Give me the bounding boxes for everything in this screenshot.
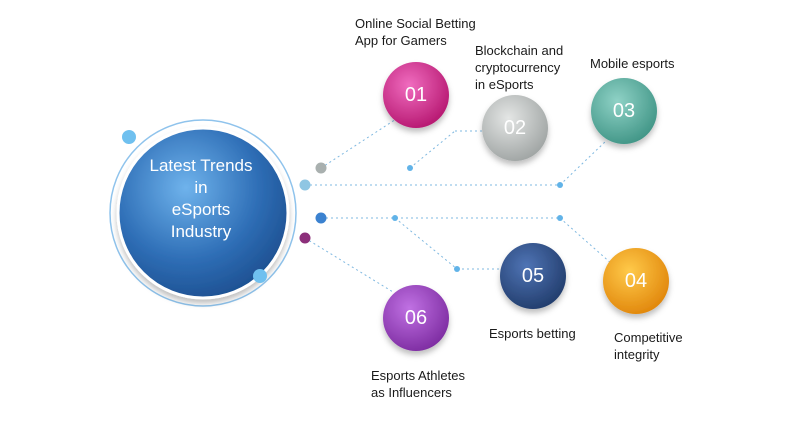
trend-label-04: Competitive integrity (614, 330, 683, 362)
dot-04 (315, 212, 327, 224)
dot-small (392, 215, 398, 221)
center-accent-dot (122, 130, 136, 144)
connector-lines (304, 109, 613, 293)
connector-dots (299, 162, 563, 272)
trend-label-05: Esports betting (489, 326, 576, 341)
center-title: Latest Trends in eSports Industry (149, 156, 253, 241)
center-outer-ring (109, 119, 297, 307)
trend-label-03: Mobile esports (590, 56, 675, 71)
center-circle (116, 126, 290, 300)
dot-small (407, 165, 413, 171)
trend-number-01: 01 (404, 84, 428, 106)
dot-small (454, 266, 460, 272)
trend-label-02: Blockchain and cryptocurrency in eSports (475, 43, 564, 92)
dot-small (557, 215, 563, 221)
dot-small (557, 182, 563, 188)
trend-circle-05 (500, 243, 566, 309)
trend-number-05: 05 (521, 265, 545, 287)
trend-number-03: 03 (612, 100, 636, 122)
trend-number-04: 04 (624, 270, 648, 292)
center-accent-dot (253, 269, 267, 283)
trend-label-06: Esports Athletes as Influencers (371, 368, 465, 400)
dot-02 (315, 162, 327, 174)
trend-number-06: 06 (404, 307, 428, 329)
trend-label-01: Online Social Betting App for Gamers (355, 16, 476, 48)
trend-number-02: 02 (503, 117, 527, 139)
trend-circle-02 (482, 95, 548, 161)
trend-circle-01 (383, 62, 449, 128)
trend-circle-03 (591, 78, 657, 144)
trend-circle-06 (383, 285, 449, 351)
trend-circle-04 (603, 248, 669, 314)
dot-03 (299, 179, 311, 191)
dot-06 (299, 232, 311, 244)
